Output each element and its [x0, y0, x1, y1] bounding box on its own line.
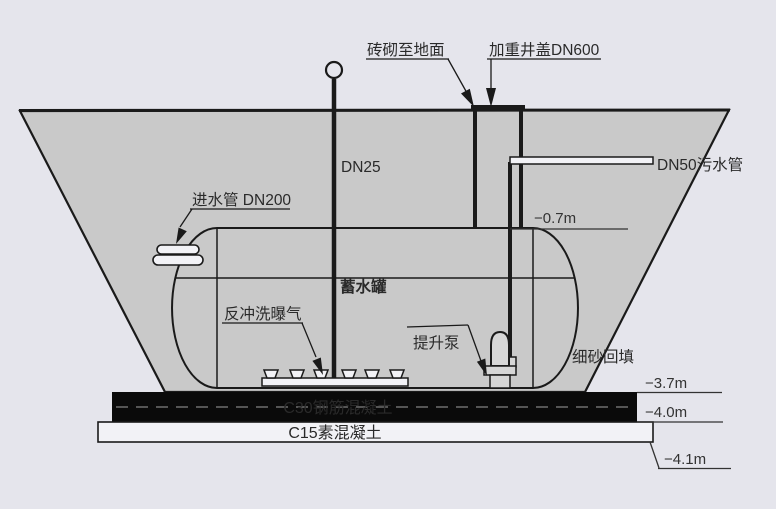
inlet-pipe-label: 进水管 DN200	[192, 191, 291, 209]
depth-slab-top-label: −3.7m	[645, 375, 687, 392]
sand-backfill-label: 细砂回填	[572, 348, 634, 366]
pump-leader-arrow	[476, 358, 487, 376]
inlet-leader-line	[179, 208, 193, 228]
c30-slab-label: C30钢筋混凝土	[283, 399, 392, 417]
brick-to-ground-label: 砖砌至地面	[367, 41, 445, 59]
diffuser-cup	[340, 369, 358, 379]
pump-pedestal	[489, 374, 511, 389]
pump-base	[483, 365, 517, 376]
sewage-pipe-label: DN50污水管	[657, 156, 743, 174]
vent-pipe-label: DN25	[341, 159, 381, 176]
cover-leader-arrow	[486, 88, 496, 107]
c15-slab-shape	[97, 421, 654, 443]
depth-base-bottom-label: −4.1m	[664, 451, 706, 468]
aeration-manifold	[261, 377, 409, 387]
inlet-pipe-upper	[156, 244, 200, 255]
dn25-pipe-top-ball	[324, 60, 344, 80]
inlet-leader-arrow	[176, 227, 187, 244]
manhole-cover-label: 加重井盖DN600	[489, 41, 600, 59]
aeration-leader-line	[301, 322, 317, 358]
diffuser-cup	[363, 369, 381, 379]
brick-leader-line	[447, 58, 468, 94]
dimension-lines	[510, 228, 731, 470]
diffuser-cups	[262, 369, 406, 379]
ground-line	[18, 108, 731, 112]
aeration-leader-arrow	[312, 357, 323, 375]
diffuser-cup	[312, 369, 330, 379]
diffuser-cup	[288, 369, 306, 379]
dim-connector-41	[649, 441, 660, 469]
c15-slab-label: C15素混凝土	[288, 424, 381, 442]
diffuser-cup	[262, 369, 280, 379]
depth-slab-bottom-label: −4.0m	[645, 404, 687, 421]
depth-tank-top-label: −0.7m	[534, 210, 576, 227]
diffuser-cup	[388, 369, 406, 379]
storage-tank-label: 蓄水罐	[340, 277, 387, 296]
pump-leader-line	[467, 324, 482, 362]
inlet-pipe-lower	[152, 254, 204, 266]
pump-leader-shelf	[406, 324, 469, 328]
dn50-pipe-shape	[509, 156, 654, 165]
pump-dome-shape	[490, 330, 510, 367]
lift-pump-label: 提升泵	[413, 334, 460, 352]
backwash-aeration-label: 反冲洗曝气	[224, 305, 302, 323]
brick-leader-arrow	[461, 88, 474, 107]
